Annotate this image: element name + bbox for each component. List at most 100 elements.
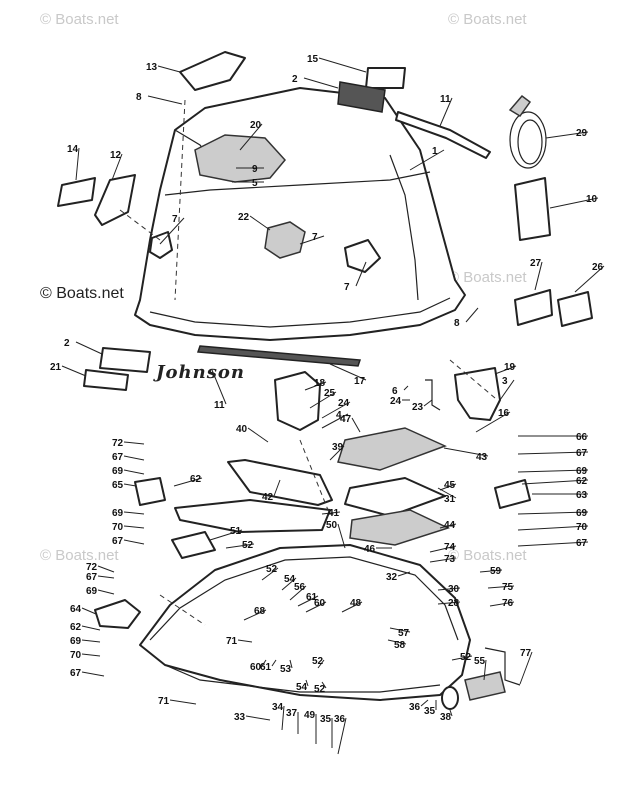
callout-72: 72 [112, 438, 124, 449]
leader-line-2 [303, 77, 339, 89]
watermark-middle-right: © Boats.net [448, 269, 527, 286]
leader-line-25 [309, 391, 337, 409]
leader-line-52 [225, 543, 255, 549]
lever-77 [484, 647, 521, 686]
leader-line-61 [297, 595, 319, 607]
leader-line-64 [81, 607, 97, 615]
leader-line-27 [534, 261, 543, 291]
callout-67: 67 [576, 538, 588, 549]
callout-70: 70 [70, 650, 82, 661]
callout-19: 19 [504, 362, 516, 373]
hinge-bracket [274, 371, 321, 431]
leader-line-71 [237, 639, 253, 643]
callout-43: 43 [476, 452, 488, 463]
leader-line-29 [545, 131, 589, 139]
leader-line-11 [211, 369, 227, 405]
callout-48: 48 [350, 598, 362, 609]
callout-67: 67 [576, 448, 588, 459]
callout-67: 67 [86, 572, 98, 583]
callout-14: 14 [67, 144, 79, 155]
callout-31: 31 [444, 494, 456, 505]
leader-line-71 [169, 699, 197, 705]
sound-foam-pad [194, 134, 286, 183]
callout-2: 2 [292, 74, 298, 85]
watermark-middle-left: © Boats.net [40, 285, 124, 302]
callout-24: 24 [390, 396, 402, 407]
callout-47: 47 [340, 414, 352, 425]
leader-line-23 [423, 399, 433, 407]
callout-67: 67 [70, 668, 82, 679]
leader-line-30 [437, 587, 461, 591]
leader-line-54 [305, 679, 309, 687]
callout-28: 28 [448, 598, 460, 609]
callout-6: 6 [392, 386, 398, 397]
callout-12: 12 [110, 150, 122, 161]
leader-line-34 [281, 705, 285, 731]
leader-line-55 [483, 659, 487, 681]
leader-line-40 [247, 427, 269, 443]
leader-line-21 [61, 365, 87, 377]
leader-line-11 [439, 97, 453, 127]
leader-line-28 [437, 601, 461, 605]
engine-cover-bottom [139, 544, 471, 701]
leader-line-59 [479, 569, 503, 573]
callout-73: 73 [444, 554, 456, 565]
leader-line-51 [209, 529, 243, 541]
bushing-51 [171, 531, 216, 559]
callout-68: 68 [254, 606, 266, 617]
callout-35: 35 [320, 714, 332, 725]
leader-line-60 [305, 601, 327, 613]
leader-line-70 [517, 525, 589, 531]
callout-7: 7 [312, 232, 318, 243]
callout-75: 75 [502, 582, 514, 593]
plate-44 [349, 509, 451, 546]
leader-line-14 [75, 147, 80, 181]
leader-line-44 [439, 523, 457, 529]
callout-46: 46 [364, 544, 376, 555]
leader-line-72 [123, 441, 145, 445]
leader-line-8 [147, 95, 183, 105]
leader-line-75 [487, 585, 515, 589]
leader-line-19 [494, 365, 517, 375]
callout-33: 33 [234, 712, 246, 723]
leader-line-52 [451, 655, 473, 661]
leader-line-20 [239, 123, 263, 151]
leader-line-48 [341, 601, 363, 613]
callout-10: 10 [586, 194, 598, 205]
callout-70: 70 [112, 522, 124, 533]
callout-71: 71 [226, 636, 238, 647]
decal-rect-top [365, 67, 406, 89]
leader-line-4 [321, 413, 349, 429]
bracket-65 [134, 477, 166, 506]
leader-line-8 [465, 307, 479, 323]
leader-line-10 [549, 197, 599, 209]
leader-line-33 [245, 715, 271, 721]
callout-23: 23 [412, 402, 424, 413]
knob-38 [441, 686, 459, 710]
callout-70: 70 [576, 522, 588, 533]
callout-72: 72 [86, 562, 98, 573]
leader-line-26 [574, 265, 605, 293]
callout-36: 36 [334, 714, 346, 725]
seal-strip [196, 345, 362, 367]
callout-65: 65 [112, 480, 124, 491]
leader-line-70 [123, 525, 145, 529]
callout-56: 56 [294, 582, 306, 593]
callout-52: 52 [460, 652, 472, 663]
leader-line-62 [521, 479, 589, 485]
watermark-lower-left: © Boats.net [40, 547, 119, 564]
decal-21 [83, 369, 129, 391]
leader-line-67 [123, 455, 145, 461]
leader-line-7 [355, 261, 367, 287]
callout-3: 3 [502, 376, 508, 387]
leader-line-45 [439, 483, 457, 491]
cover-plate [179, 51, 246, 91]
callout-69: 69 [576, 508, 588, 519]
callout-15: 15 [307, 54, 319, 65]
callout-50: 50 [326, 520, 338, 531]
leader-line-76 [489, 601, 515, 607]
callout-62: 62 [576, 476, 588, 487]
callout-38: 38 [440, 712, 452, 723]
